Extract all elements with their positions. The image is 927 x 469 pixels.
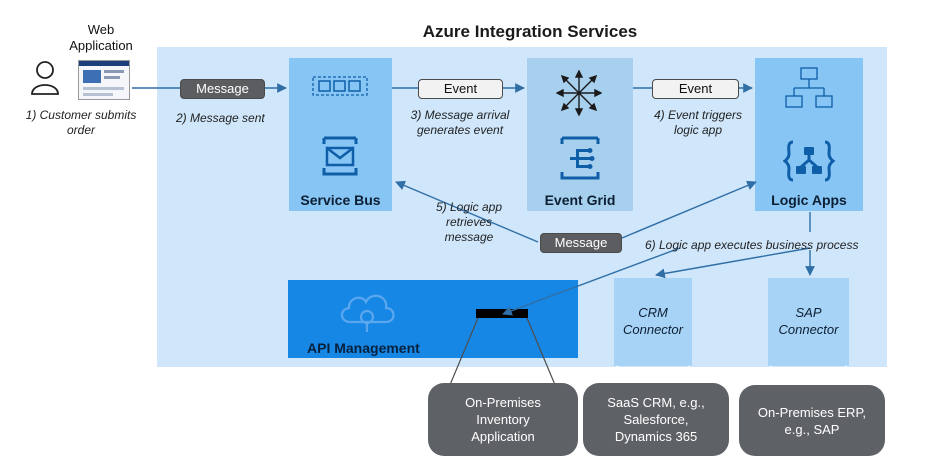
sap-connector-node: SAP Connector <box>768 278 849 366</box>
service-bus-label: Service Bus <box>300 192 381 208</box>
inventory-label: On-Premises Inventory Application <box>465 395 541 444</box>
message-token-1: Message <box>180 79 265 99</box>
arrow-logic-apps-retrieves-message <box>395 180 539 243</box>
inventory-funnel <box>446 317 559 393</box>
browser-window-icon <box>78 60 130 100</box>
crm-connector-label: CRM Connector <box>623 305 683 337</box>
step-1-label: 1) Customer submits order <box>25 108 137 137</box>
sap-funnel <box>769 365 848 387</box>
on-premises-inventory-node: On-Premises Inventory Application <box>428 383 578 456</box>
step-5-label: 5) Logic app retrieves message <box>435 200 503 244</box>
sap-connector-label: SAP Connector <box>778 305 839 337</box>
api-management-label: API Management <box>307 340 420 356</box>
fan-out-arrows-icon <box>556 70 602 116</box>
step-4-label: 4) Event triggers logic app <box>653 108 743 137</box>
logic-apps-node: Logic Apps <box>755 58 863 211</box>
logic-apps-label: Logic Apps <box>771 192 847 208</box>
arrow-to-api-management <box>502 247 681 316</box>
crm-connector-node: CRM Connector <box>614 278 692 366</box>
event-token-2: Event <box>652 79 739 99</box>
arrow-to-crm-connector <box>656 212 811 275</box>
step-3-label: 3) Message arrival generates event <box>410 108 510 137</box>
web-application-label: Web Application <box>69 22 133 53</box>
service-bus-node: Service Bus <box>289 58 392 211</box>
queue-icon <box>312 76 368 96</box>
logic-apps-icon <box>783 140 835 182</box>
event-token-1: Event <box>418 79 503 99</box>
event-grid-label: Event Grid <box>544 192 616 208</box>
step-6-label: 6) Logic app executes business process <box>645 238 859 252</box>
api-management-node <box>288 280 578 358</box>
saas-crm-node: SaaS CRM, e.g., Salesforce, Dynamics 365 <box>583 383 729 456</box>
step-2-label: 2) Message sent <box>176 111 265 125</box>
api-endpoint-bar <box>476 309 528 318</box>
saas-crm-label: SaaS CRM, e.g., Salesforce, Dynamics 365 <box>607 395 705 444</box>
event-grid-node: Event Grid <box>527 58 633 211</box>
on-premises-erp-node: On-Premises ERP, e.g., SAP <box>739 385 885 456</box>
message-token-2: Message <box>540 233 622 253</box>
person-icon <box>31 61 59 95</box>
flowchart-icon <box>785 67 833 108</box>
arrow-message-to-logic-apps <box>621 180 757 239</box>
event-grid-icon <box>560 136 600 180</box>
diagram-title: Azure Integration Services <box>422 22 638 41</box>
envelope-icon <box>322 136 358 176</box>
cloud-api-icon <box>340 294 395 332</box>
erp-label: On-Premises ERP, e.g., SAP <box>757 404 867 437</box>
